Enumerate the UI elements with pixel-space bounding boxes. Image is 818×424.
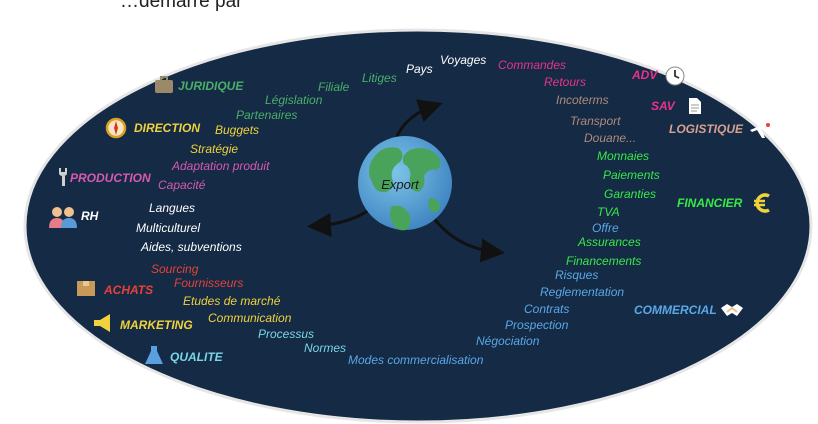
word-voyages: Voyages: [440, 53, 487, 67]
wrench-icon: [59, 168, 67, 186]
word-communication: Communication: [208, 311, 292, 325]
word-processus: Processus: [258, 327, 315, 341]
dept-sav: SAV: [651, 99, 675, 113]
word-normes: Normes: [304, 341, 347, 355]
word-tva: TVA: [597, 205, 620, 219]
compass-icon: [105, 117, 127, 139]
box-icon: [77, 281, 95, 296]
word-adaptation-produit: Adaptation produit: [172, 159, 270, 173]
globe-icon: [358, 136, 452, 231]
word-retours: Retours: [544, 75, 587, 89]
word-monnaies: Monnaies: [597, 149, 650, 163]
dept-logistique: LOGISTIQUE: [669, 122, 744, 136]
arrow-right: [430, 215, 505, 263]
dept-direction: DIRECTION: [134, 121, 200, 135]
word-paiements: Paiements: [603, 168, 660, 182]
word-litiges: Litiges: [362, 71, 397, 85]
word-garanties: Garanties: [604, 187, 657, 201]
word-fournisseurs: Fournisseurs: [174, 276, 244, 290]
dept-adv: ADV: [632, 68, 658, 82]
dept-achats: ACHATS: [104, 283, 154, 297]
word-incoterms: Incoterms: [556, 93, 609, 107]
dept-financier: FINANCIER: [677, 196, 743, 210]
word-buggets: Buggets: [215, 123, 260, 137]
document-icon: [689, 98, 701, 114]
word-langues: Langues: [149, 201, 196, 215]
dept-juridique: JURIDIQUE: [178, 79, 244, 93]
airplane-icon: [750, 122, 770, 138]
word-risques: Risques: [555, 268, 599, 282]
word-commandes: Commandes: [498, 58, 567, 72]
handshake-icon: [721, 304, 743, 316]
word-legislation: Législation: [265, 93, 323, 107]
word-prospection: Prospection: [505, 318, 569, 332]
word-financements: Financements: [566, 254, 642, 268]
word-reglementation: Reglementation: [540, 285, 625, 299]
word-strategie: Stratégie: [190, 142, 239, 156]
euro-icon: [754, 193, 770, 213]
word-contrats: Contrats: [524, 302, 570, 316]
word-pays: Pays: [406, 62, 433, 76]
header-fragment: …démarre par: [120, 0, 243, 12]
clock-icon: [665, 66, 685, 86]
word-aides-subventions: Aides, subventions: [141, 240, 242, 254]
word-douane: Douane...: [584, 131, 637, 145]
megaphone-icon: [94, 314, 110, 332]
word-etudes-de-marche: Etudes de marché: [183, 294, 281, 308]
word-filiale: Filiale: [318, 80, 350, 94]
briefcase-icon: [155, 76, 173, 93]
dept-rh: RH: [81, 209, 99, 223]
word-negociation: Négociation: [476, 334, 540, 348]
word-partenaires: Partenaires: [236, 108, 298, 122]
dept-qualite: QUALITE: [170, 350, 223, 364]
people-icon: [49, 207, 77, 228]
dept-commercial: COMMERCIAL: [634, 303, 717, 317]
dept-production: PRODUCTION: [70, 171, 151, 185]
word-capacite: Capacité: [158, 178, 206, 192]
center-label: Export: [381, 177, 420, 192]
word-multiculturel: Multiculturel: [136, 221, 201, 235]
word-transport: Transport: [570, 114, 621, 128]
word-sourcing: Sourcing: [151, 262, 199, 276]
word-assurances: Assurances: [578, 235, 641, 249]
flask-icon: [145, 346, 163, 364]
word-modes-commercialisation: Modes commercialisation: [348, 353, 484, 367]
dept-marketing: MARKETING: [120, 318, 193, 332]
word-offre: Offre: [592, 221, 619, 235]
